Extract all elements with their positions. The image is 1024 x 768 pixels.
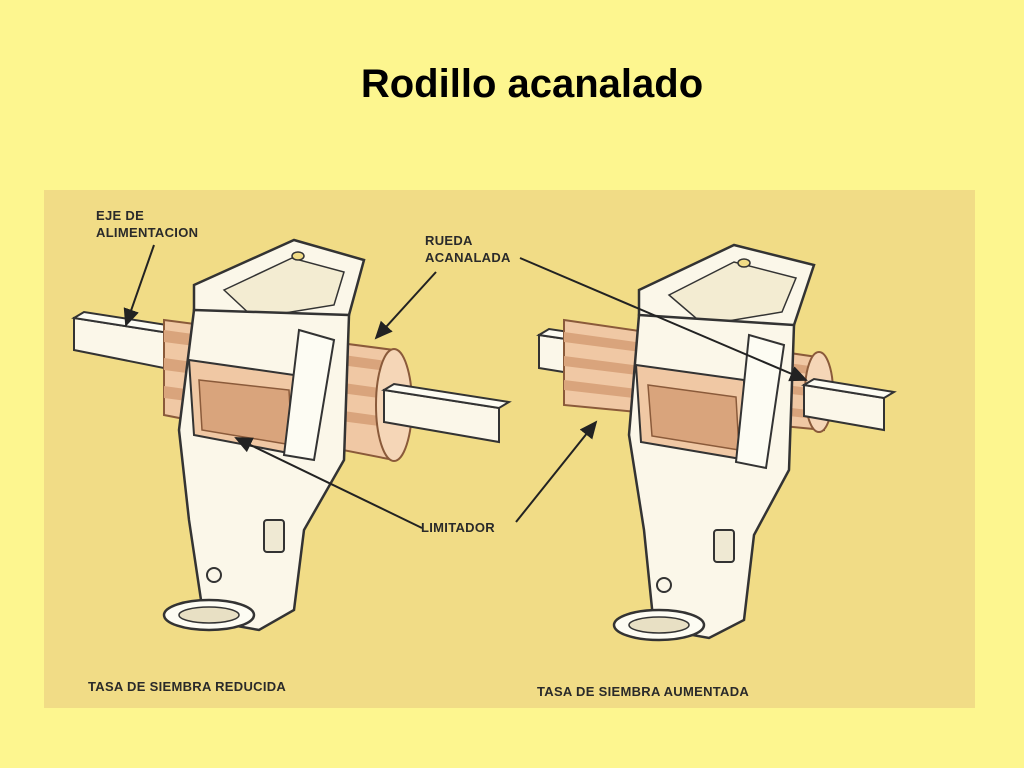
fluted-roller-figure: EJE DE ALIMENTACION RUEDA ACANALADA LIMI… [44, 190, 975, 708]
fluted-roller-illustration [71, 238, 897, 642]
label-reduced-rate: TASA DE SIEMBRA REDUCIDA [88, 679, 287, 694]
right-seed-meter [536, 243, 897, 642]
label-feed-shaft: EJE DE ALIMENTACION [96, 208, 199, 240]
left-seed-meter [71, 238, 512, 632]
slide-title: Rodillo acanalado [360, 62, 704, 106]
label-fluted-wheel: RUEDA ACANALADA [425, 233, 511, 265]
arrow-right-fluted-wheel [519, 257, 808, 382]
arrow-left-fluted-wheel [374, 271, 437, 340]
label-limiter: LIMITADOR [421, 520, 495, 535]
arrow-left-limiter [234, 437, 423, 529]
arrow-feed-shaft [123, 244, 155, 327]
arrow-right-limiter [515, 420, 598, 523]
leader-arrows [123, 244, 808, 529]
label-increased-rate: TASA DE SIEMBRA AUMENTADA [537, 684, 750, 699]
